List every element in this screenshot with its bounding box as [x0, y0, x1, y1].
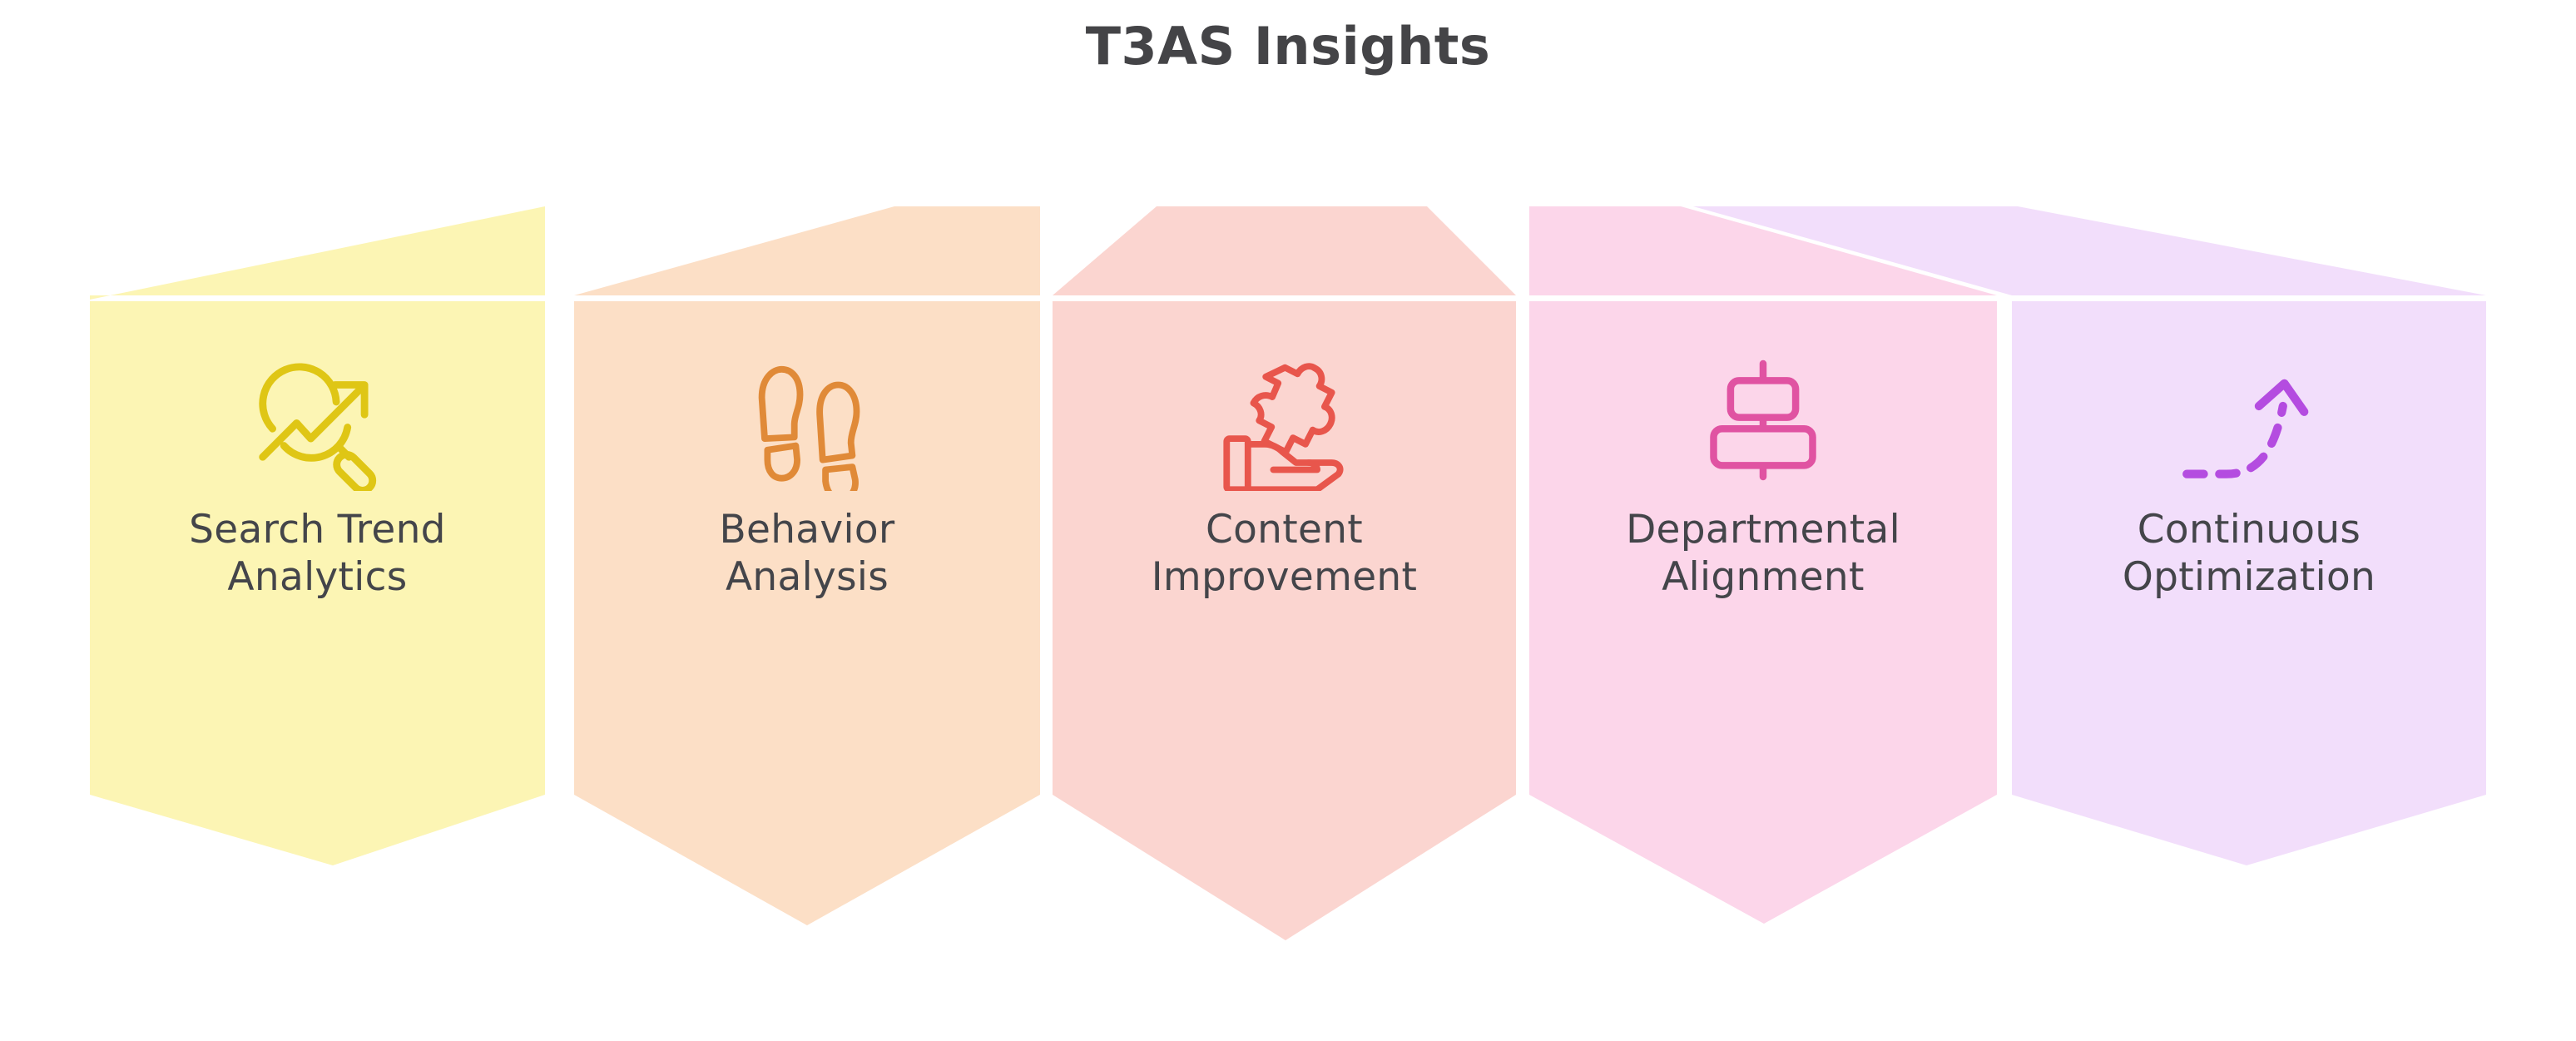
- column-label-content-improvement: Content Improvement: [1151, 507, 1418, 601]
- banner-roof-2: [574, 206, 1040, 295]
- column-label-departmental-alignment: Departmental Alignment: [1626, 507, 1900, 601]
- search-trend-icon: [258, 363, 376, 491]
- hand-puzzle-icon: [1222, 363, 1344, 491]
- column-label-search-trend-analytics: Search Trend Analytics: [189, 507, 446, 601]
- column-content-search-trend-analytics: Search Trend Analytics: [90, 349, 545, 602]
- footprints-icon: [758, 365, 860, 491]
- banner-roof-5: [1693, 206, 2486, 295]
- banner-roof-3: [1053, 206, 1516, 295]
- center-align-icon: [1710, 359, 1816, 481]
- dashed-growth-arrow-icon: [2182, 379, 2309, 478]
- column-content-content-improvement: Content Improvement: [1053, 349, 1516, 602]
- column-label-continuous-optimization: Continuous Optimization: [2122, 507, 2376, 601]
- column-content-departmental-alignment: Departmental Alignment: [1529, 349, 1997, 602]
- column-content-continuous-optimization: Continuous Optimization: [2012, 349, 2486, 602]
- column-label-behavior-analysis: Behavior Analysis: [719, 507, 895, 601]
- banner-roof-1: [90, 206, 545, 300]
- banner-roof-4: [1529, 206, 1997, 295]
- page-title: T3AS Insights: [1085, 16, 1491, 77]
- column-content-behavior-analysis: Behavior Analysis: [574, 349, 1040, 602]
